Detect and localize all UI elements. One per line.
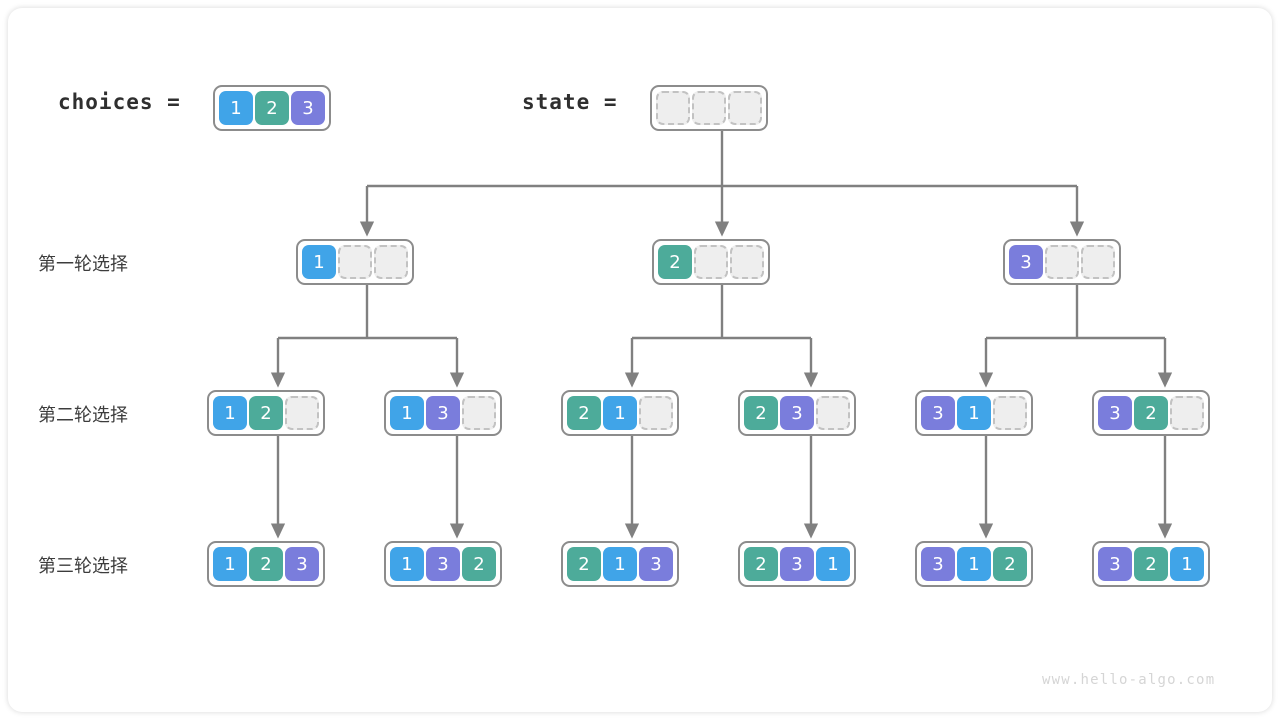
row-label-round3: 第三轮选择 (38, 556, 128, 577)
cell-empty (728, 91, 762, 125)
cell-value: 1 (213, 396, 247, 430)
cell-value: 2 (744, 547, 778, 581)
cell-empty (1170, 396, 1204, 430)
round1-node-1: 1 (296, 239, 414, 285)
cell-empty (692, 91, 726, 125)
cell-value: 3 (426, 547, 460, 581)
cell-value: 2 (249, 396, 283, 430)
round1-node-3: 3 (1003, 239, 1121, 285)
cell-value: 3 (1098, 547, 1132, 581)
cell-value: 1 (390, 547, 424, 581)
cell-value: 2 (567, 547, 601, 581)
state-label: state = (522, 90, 618, 114)
cell-empty (285, 396, 319, 430)
cell-value: 3 (639, 547, 673, 581)
cell-empty (730, 245, 764, 279)
cell-value: 1 (957, 396, 991, 430)
cell-value: 3 (285, 547, 319, 581)
cell-value: 1 (302, 245, 336, 279)
cell-value: 1 (603, 547, 637, 581)
cell-value: 1 (603, 396, 637, 430)
cell-value: 1 (390, 396, 424, 430)
cell-value: 2 (993, 547, 1027, 581)
cell-value: 1 (957, 547, 991, 581)
cell-value: 3 (780, 396, 814, 430)
cell-value: 3 (780, 547, 814, 581)
cell-empty (694, 245, 728, 279)
cell-empty (816, 396, 850, 430)
cell-value: 2 (658, 245, 692, 279)
cell-value: 2 (249, 547, 283, 581)
row-label-round1: 第一轮选择 (38, 254, 128, 275)
cell-value: 1 (816, 547, 850, 581)
cell-value: 2 (1134, 547, 1168, 581)
row-label-round2: 第二轮选择 (38, 405, 128, 426)
cell-value: 2 (744, 396, 778, 430)
cell-empty (1081, 245, 1115, 279)
choices-label: choices = (58, 90, 181, 114)
cell-empty (1045, 245, 1079, 279)
cell-empty (338, 245, 372, 279)
cell-value: 3 (1009, 245, 1043, 279)
cell-empty (374, 245, 408, 279)
watermark: www.hello-algo.com (1042, 672, 1216, 688)
cell-value: 3 (426, 396, 460, 430)
cell-empty (993, 396, 1027, 430)
cell-value: 3 (921, 547, 955, 581)
cell-empty (462, 396, 496, 430)
cell-value: 3 (1098, 396, 1132, 430)
state-array (650, 85, 768, 131)
cell-value: 1 (1170, 547, 1204, 581)
round1-node-2: 2 (652, 239, 770, 285)
cell-value: 3 (291, 91, 325, 125)
cell-value: 3 (921, 396, 955, 430)
cell-empty (656, 91, 690, 125)
cell-value: 2 (255, 91, 289, 125)
cell-value: 1 (213, 547, 247, 581)
cell-empty (639, 396, 673, 430)
cell-value: 2 (567, 396, 601, 430)
cell-value: 2 (1134, 396, 1168, 430)
cell-value: 2 (462, 547, 496, 581)
cell-value: 1 (219, 91, 253, 125)
